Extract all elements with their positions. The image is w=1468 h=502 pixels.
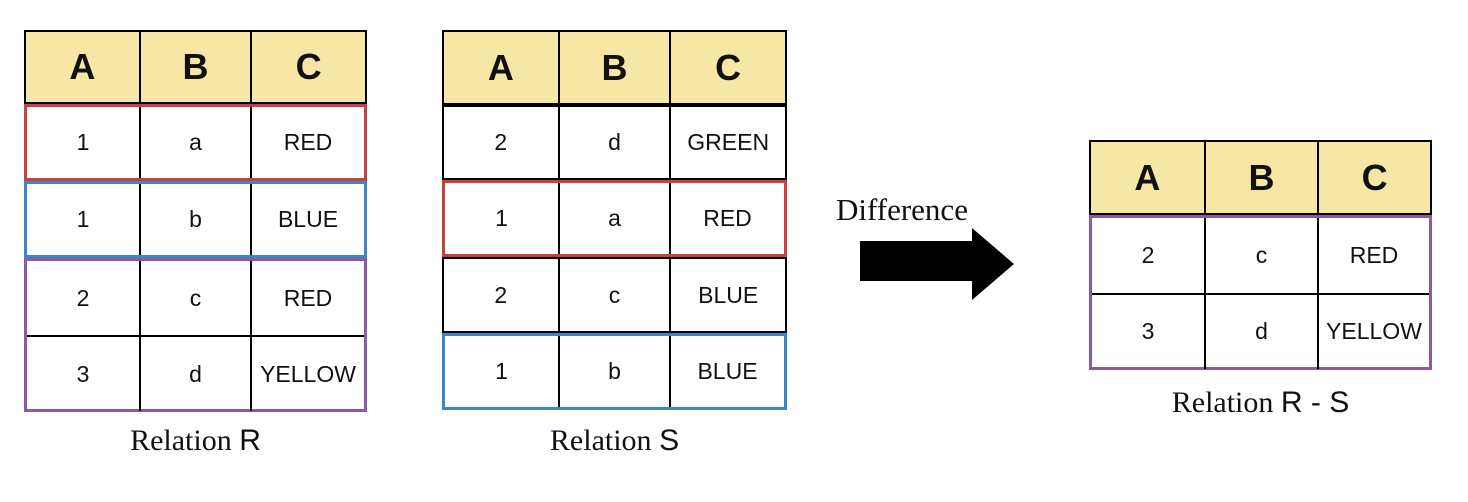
table-cell: d (557, 107, 670, 178)
table-cell: a (139, 107, 250, 178)
table-cell: d (1204, 294, 1317, 369)
column-header-a: A (26, 32, 139, 102)
column-header-b: B (1203, 142, 1318, 213)
caption-text: S (659, 424, 680, 457)
table-cell: 1 (76, 129, 90, 155)
operation-label: Difference (836, 192, 968, 227)
table-s-row: 2 c BLUE (442, 257, 787, 333)
table-r-header-row: A B C (24, 30, 367, 104)
table-cell: 2 (76, 284, 90, 311)
caption-relation-r-minus-s: Relation R - S (1089, 386, 1432, 420)
table-cell: 3 (1141, 318, 1155, 345)
table-cell: RED (669, 183, 784, 254)
caption-text: Relation (549, 424, 660, 457)
table-cell: a (558, 183, 669, 254)
table-cell: d (139, 337, 250, 411)
column-header-c: C (1317, 142, 1430, 213)
caption-relation-r: Relation R (24, 424, 367, 458)
table-s-row-highlight-red: 1 a RED (442, 180, 787, 257)
table-cell: 3 (76, 360, 90, 387)
column-header-b: B (138, 32, 251, 102)
table-cell: 2 (494, 129, 508, 155)
table-cell: RED (250, 261, 364, 335)
table-cell: c (1204, 218, 1317, 293)
table-relation-s: A B C 2 d GREEN 1 a RED 2 c BLUE (442, 30, 787, 410)
table-cell: 2 (494, 281, 508, 308)
table-cell: BLUE (669, 259, 785, 331)
column-header-c: C (669, 32, 785, 103)
table-r-row-highlight-blue: 1 b BLUE (24, 181, 367, 258)
table-cell: 2 (1141, 241, 1155, 268)
table-r-row-highlight-red: 1 a RED (24, 104, 367, 181)
table-s-row: 2 d GREEN (442, 105, 787, 180)
table-cell: GREEN (669, 107, 785, 178)
table-relation-r-minus-s: A B C 2 c RED 3 d YELLOW (1089, 140, 1432, 370)
table-cell: YELLOW (250, 337, 364, 411)
table-s-header-row: A B C (442, 30, 787, 105)
table-cell: RED (1316, 218, 1429, 293)
table-relation-r: A B C 1 a RED 1 b BLUE 2 c RED (24, 30, 367, 412)
caption-text: R - S (1280, 386, 1350, 419)
column-header-b: B (557, 32, 670, 103)
table-cell: 1 (495, 358, 508, 384)
table-cell: BLUE (669, 336, 784, 407)
table-cell: c (557, 259, 670, 331)
table-cell: YELLOW (1316, 294, 1429, 369)
column-header-c: C (250, 32, 365, 102)
caption-text: Relation (130, 424, 240, 457)
caption-relation-s: Relation S (442, 424, 787, 458)
caption-text: Relation (1171, 386, 1281, 419)
table-cell: c (139, 261, 250, 335)
table-s-row-highlight-blue: 1 b BLUE (442, 333, 787, 410)
column-header-a: A (1091, 142, 1204, 213)
table-cell: 1 (495, 205, 508, 231)
table-result-rowgroup-highlight-purple: 2 c RED 3 d YELLOW (1089, 215, 1432, 370)
table-cell: b (139, 184, 250, 255)
caption-text: R (239, 424, 261, 457)
table-result-header-row: A B C (1089, 140, 1432, 215)
table-cell: RED (250, 107, 364, 178)
column-header-a: A (444, 32, 558, 103)
table-cell: BLUE (250, 184, 364, 255)
table-cell: 1 (76, 206, 90, 232)
difference-arrow-icon (860, 228, 1014, 300)
table-cell: b (558, 336, 669, 407)
table-r-rowgroup-highlight-purple: 2 c RED 3 d YELLOW (24, 258, 367, 412)
